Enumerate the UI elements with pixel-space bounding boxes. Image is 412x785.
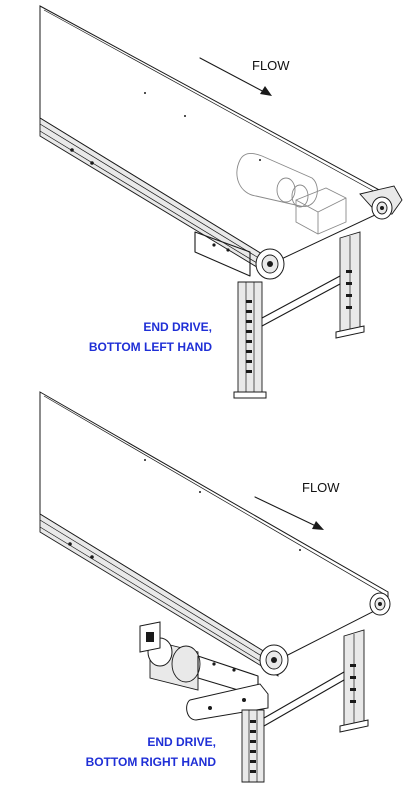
conveyor-right-hand-drive: FLOW [39, 391, 391, 783]
support-leg-back [335, 231, 365, 339]
package-outline [236, 152, 347, 235]
belt-surface [39, 5, 395, 263]
belt-surface [39, 391, 389, 661]
end-pulley [259, 644, 289, 676]
flow-label: FLOW [302, 480, 340, 495]
flow-label: FLOW [252, 58, 290, 73]
support-leg-front [233, 281, 267, 399]
flow-arrow [199, 57, 272, 96]
drive-motor [139, 621, 259, 697]
support-leg-back [339, 629, 369, 733]
conveyor-left-hand-drive: FLOW [39, 5, 403, 399]
end-pulley [255, 248, 285, 280]
caption-line: BOTTOM LEFT HAND [88, 340, 212, 354]
caption-line: END DRIVE, [147, 735, 216, 749]
far-end-pulley [359, 185, 403, 220]
drive-caption-right-hand: END DRIVE, BOTTOM RIGHT HAND [86, 732, 216, 772]
support-leg-front [241, 709, 265, 783]
caption-line: BOTTOM RIGHT HAND [85, 755, 216, 769]
drive-caption-left-hand: END DRIVE, BOTTOM LEFT HAND [89, 317, 212, 357]
flow-arrow [254, 496, 324, 530]
far-end-pulley [369, 592, 391, 616]
caption-line: END DRIVE, [143, 320, 212, 334]
